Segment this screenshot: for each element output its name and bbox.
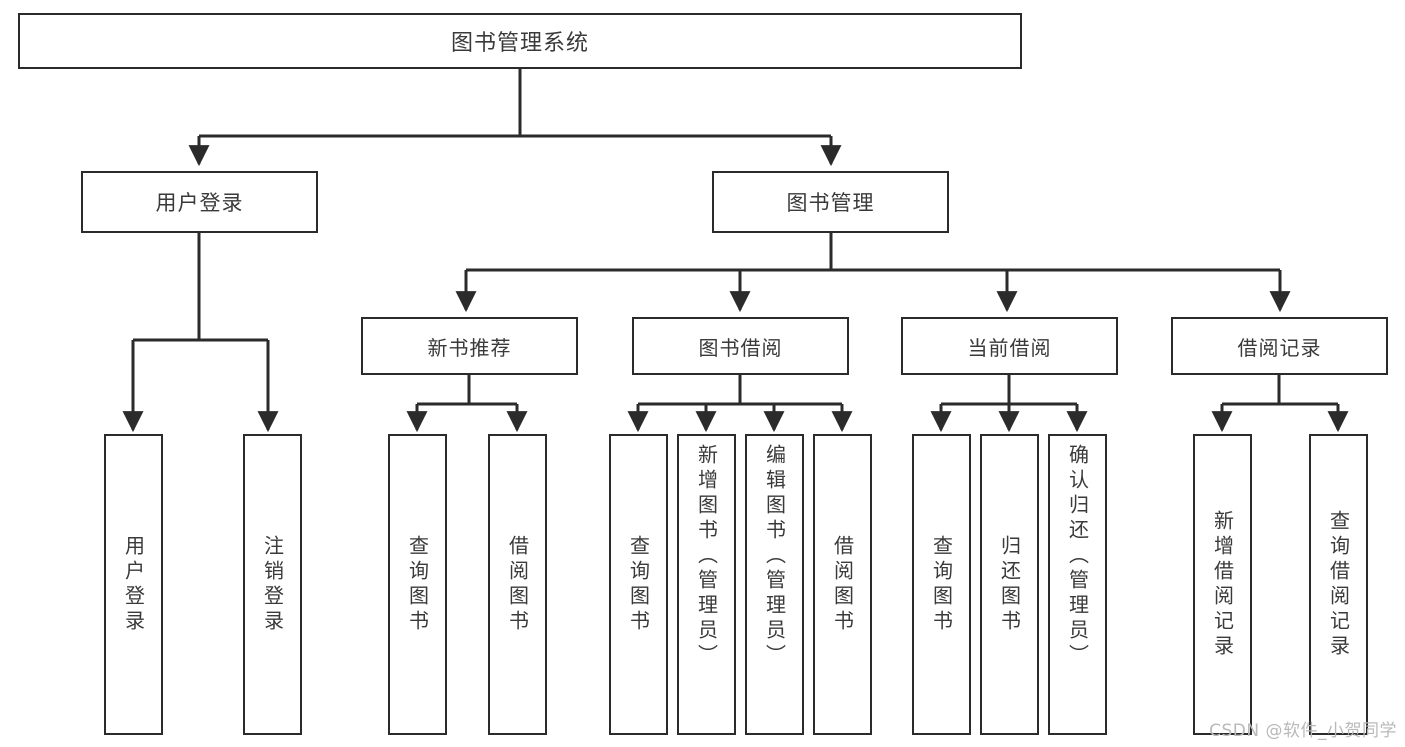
leaf-borrow-record-add-label: 新增借阅记录: [1210, 509, 1235, 660]
leaf-borrow-record-query-label: 查询借阅记录: [1326, 509, 1351, 660]
leaf-current-borrow-return-label: 归还图书: [997, 534, 1022, 635]
leaf-book-borrow-query-label: 查询图书: [626, 534, 651, 635]
leaf-borrow-record-query[interactable]: 查询借阅记录: [1309, 434, 1368, 735]
leaf-book-borrow-add-label: 新增图书（管理员）: [694, 444, 719, 669]
leaf-book-borrow-edit[interactable]: 编辑图书（管理员）: [745, 434, 804, 735]
leaf-user-login-logout-label: 注销登录: [260, 534, 285, 635]
leaf-new-book-query-label: 查询图书: [405, 534, 430, 635]
node-current-borrow-label: 当前借阅: [967, 335, 1052, 360]
leaf-book-borrow-edit-label: 编辑图书（管理员）: [762, 444, 787, 669]
leaf-current-borrow-query[interactable]: 查询图书: [912, 434, 971, 735]
leaf-user-login-login[interactable]: 用户登录: [104, 434, 163, 735]
node-borrow-record[interactable]: 借阅记录: [1171, 317, 1388, 375]
leaf-new-book-borrow-label: 借阅图书: [505, 534, 530, 635]
leaf-new-book-query[interactable]: 查询图书: [388, 434, 447, 735]
leaf-new-book-borrow[interactable]: 借阅图书: [488, 434, 547, 735]
node-borrow-record-label: 借阅记录: [1237, 335, 1322, 360]
watermark: CSDN @软件_小贺同学: [1209, 721, 1397, 741]
node-book-manage-label: 图书管理: [786, 191, 875, 215]
leaf-user-login-login-label: 用户登录: [121, 534, 146, 635]
leaf-current-borrow-confirm[interactable]: 确认归还（管理员）: [1048, 434, 1107, 735]
node-root-label: 图书管理系统: [450, 31, 589, 56]
leaf-book-borrow-borrow-label: 借阅图书: [830, 534, 855, 635]
node-book-manage[interactable]: 图书管理: [712, 171, 949, 233]
leaf-book-borrow-query[interactable]: 查询图书: [609, 434, 668, 735]
node-user-login[interactable]: 用户登录: [81, 171, 318, 233]
node-new-book-recommend-label: 新书推荐: [427, 335, 512, 360]
node-book-borrow-label: 图书借阅: [698, 335, 783, 360]
leaf-book-borrow-borrow[interactable]: 借阅图书: [813, 434, 872, 735]
leaf-user-login-logout[interactable]: 注销登录: [243, 434, 302, 735]
node-current-borrow[interactable]: 当前借阅: [901, 317, 1118, 375]
node-book-borrow[interactable]: 图书借阅: [632, 317, 849, 375]
leaf-current-borrow-query-label: 查询图书: [929, 534, 954, 635]
leaf-book-borrow-add[interactable]: 新增图书（管理员）: [677, 434, 736, 735]
leaf-borrow-record-add[interactable]: 新增借阅记录: [1193, 434, 1252, 735]
node-user-login-label: 用户登录: [155, 191, 244, 215]
leaf-current-borrow-return[interactable]: 归还图书: [980, 434, 1039, 735]
node-root[interactable]: 图书管理系统: [18, 13, 1022, 69]
leaf-current-borrow-confirm-label: 确认归还（管理员）: [1065, 444, 1090, 669]
node-new-book-recommend[interactable]: 新书推荐: [361, 317, 578, 375]
